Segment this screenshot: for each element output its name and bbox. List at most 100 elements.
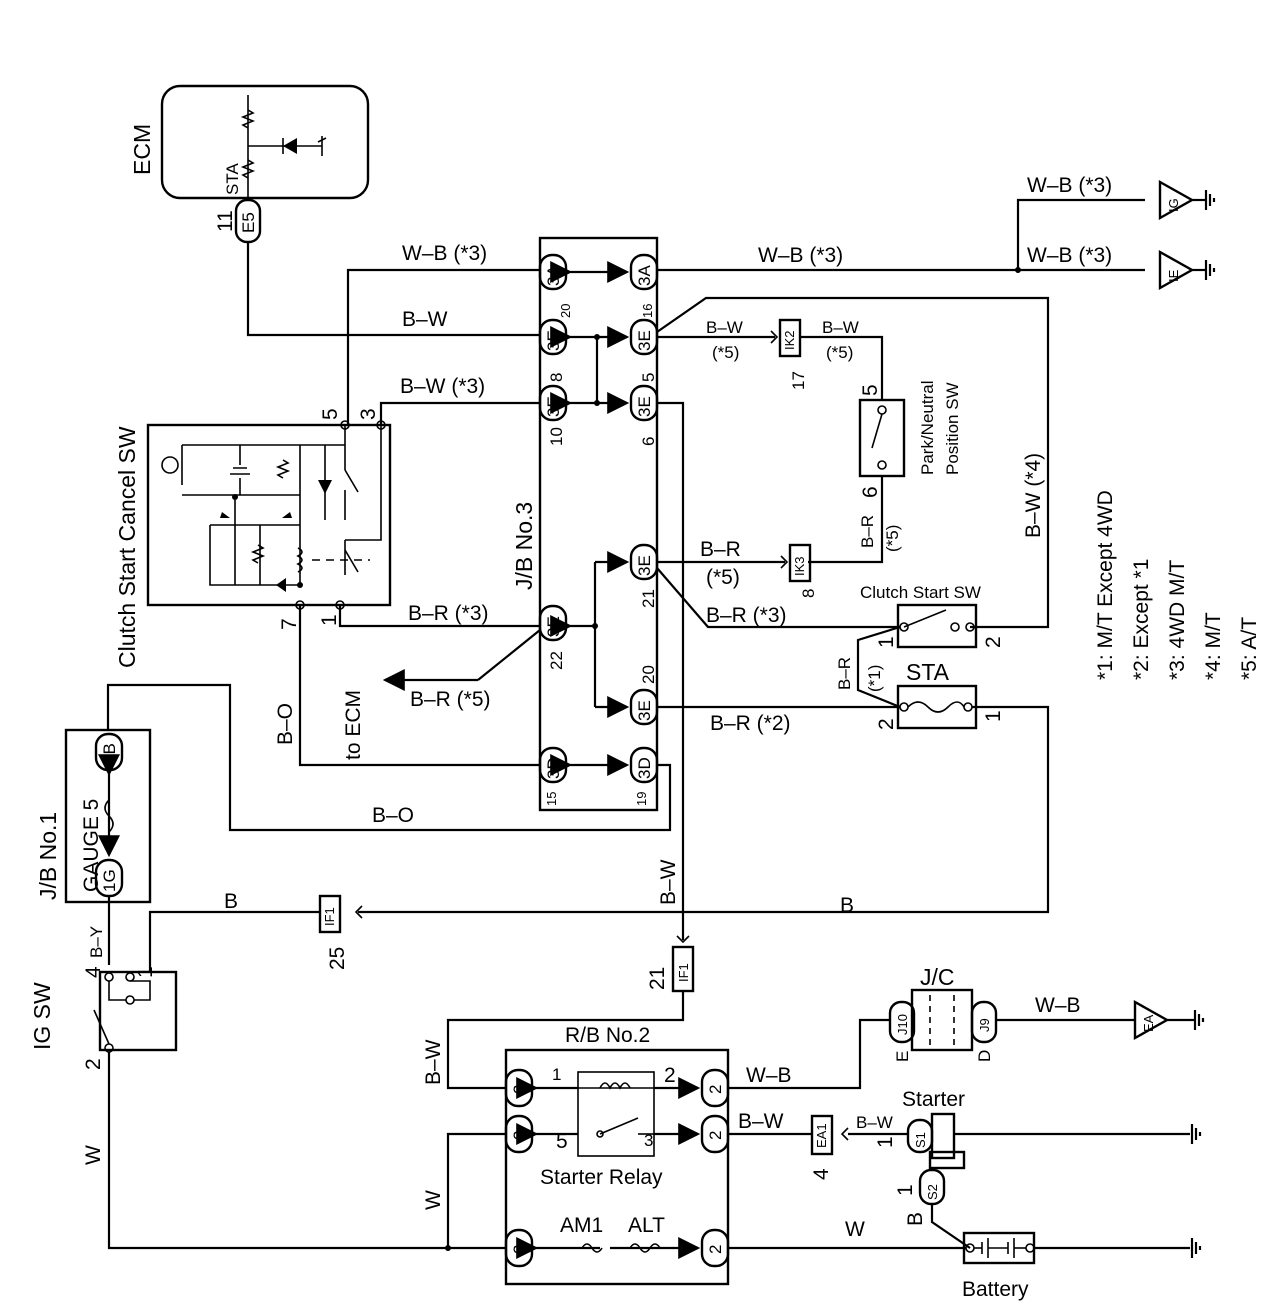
wire-w-left: W: [82, 1145, 105, 1165]
svg-text:16: 16: [640, 304, 655, 318]
svg-text:19: 19: [634, 792, 649, 806]
wire-wb3-right: W–B (*3): [1027, 244, 1112, 267]
wire-br1: B–R: [835, 657, 854, 690]
svg-text:J/C: J/C: [920, 964, 955, 990]
conn-ik2: IK2: [782, 330, 797, 350]
svg-text:(*5): (*5): [883, 525, 902, 552]
svg-text:1: 1: [894, 1184, 917, 1196]
ecm-block: ECM STA: [129, 84, 370, 200]
svg-text:1: 1: [874, 1136, 897, 1148]
svg-text:E: E: [893, 1051, 912, 1062]
conn-if1-top: IF1: [322, 907, 337, 926]
junction-connector: J/C J10 J9 E D: [888, 964, 998, 1062]
svg-text:3: 3: [644, 1131, 653, 1150]
svg-text:1: 1: [134, 966, 157, 978]
wire-br3-right: B–R (*3): [706, 604, 787, 627]
svg-text:2: 2: [82, 1058, 105, 1070]
wire-bw-ea1: B–W: [738, 1110, 784, 1133]
rb2-block: R/B No.2 2 2 2 2 2 2 1 2 5 3 Starter Rel…: [504, 1024, 730, 1286]
svg-text:Battery: Battery: [962, 1278, 1029, 1301]
clutch-start-sw: Clutch Start SW 1 2: [860, 583, 1005, 649]
jb3-box: [538, 236, 659, 812]
ecm-label: ECM: [129, 124, 155, 175]
svg-text:J10: J10: [895, 1014, 910, 1035]
ground-battery: [1190, 1238, 1202, 1258]
wire-br3-left: B–R (*3): [408, 602, 489, 625]
starter-relay-label: Starter Relay: [540, 1166, 663, 1189]
conn-ik3: IK3: [792, 556, 807, 576]
svg-text:EA: EA: [1141, 1014, 1156, 1032]
svg-text:IG: IG: [1166, 198, 1181, 212]
svg-text:D: D: [975, 1050, 994, 1062]
svg-text:Starter: Starter: [902, 1088, 965, 1111]
svg-text:5: 5: [556, 1130, 568, 1153]
svg-text:6: 6: [639, 437, 658, 446]
svg-text:(*5): (*5): [826, 343, 853, 362]
wire-b-battery: B: [904, 1212, 927, 1226]
svg-text:21: 21: [646, 967, 669, 990]
svg-text:(*5): (*5): [706, 566, 740, 589]
wire-bw-starter: B–W: [856, 1113, 893, 1132]
wire-wb3-mid: W–B (*3): [758, 244, 843, 267]
svg-text:2: 2: [510, 1245, 529, 1254]
ecm-sta-label: STA: [223, 163, 242, 195]
svg-text:7: 7: [278, 618, 301, 630]
ig-switch: IG SW 4 1 2: [29, 966, 178, 1070]
conn-3e-4: 3E: [635, 396, 654, 417]
svg-text:J/B No.1: J/B No.1: [35, 812, 61, 900]
svg-text:IE: IE: [1166, 269, 1181, 282]
svg-text:5: 5: [639, 373, 658, 382]
svg-text:3: 3: [357, 408, 380, 420]
svg-text:*4: M/T: *4: M/T: [1202, 612, 1225, 680]
svg-text:20: 20: [558, 304, 573, 318]
svg-text:2: 2: [510, 1085, 529, 1094]
svg-text:5: 5: [319, 408, 342, 420]
svg-text:Position SW: Position SW: [943, 382, 962, 475]
svg-text:*5: A/T: *5: A/T: [1238, 617, 1261, 680]
svg-text:21: 21: [639, 589, 658, 608]
wire-br2: B–R (*2): [710, 712, 791, 735]
wire-wb-ground: W–B: [1035, 994, 1081, 1017]
conn-3e-1: 3E: [544, 330, 563, 351]
svg-text:2: 2: [706, 1245, 725, 1254]
park-neutral-sw: 5 6 Park/Neutral Position SW: [858, 381, 962, 498]
to-ecm-label: to ECM: [342, 690, 365, 760]
sta-fuse: STA 2 1: [875, 659, 1005, 730]
svg-text:*2: Except *1: *2: Except *1: [1130, 559, 1153, 680]
ground-starter: [1190, 1124, 1202, 1144]
ground-ig: IG: [1158, 179, 1216, 221]
wire-bw3-left: B–W (*3): [400, 375, 485, 398]
jb3-internal: [550, 261, 630, 776]
svg-text:2: 2: [875, 718, 898, 730]
svg-text:Park/Neutral: Park/Neutral: [918, 381, 937, 475]
wire-wb3-top: W–B (*3): [1027, 174, 1112, 197]
svg-text:10: 10: [547, 427, 566, 446]
wire-br-pn: B–R: [858, 515, 877, 548]
wire-bw4: B–W (*4): [1022, 453, 1045, 538]
conn-3e-7: 3E: [635, 700, 654, 721]
wire-by: B–Y: [87, 926, 106, 958]
wire-bw-left: B–W: [402, 308, 448, 331]
svg-text:1B: 1B: [100, 743, 119, 764]
clutch-cancel-sw: Clutch Start Cancel SW 5 3 7 1: [114, 408, 392, 668]
svg-text:(*1): (*1): [865, 665, 884, 692]
svg-text:4: 4: [810, 1168, 833, 1180]
svg-text:1G: 1G: [100, 869, 119, 892]
svg-text:2: 2: [664, 1064, 676, 1087]
wire-bo-vertical: B–O: [274, 703, 297, 745]
conn-3a-left: 3A: [544, 265, 563, 286]
svg-text:1: 1: [318, 614, 341, 626]
svg-text:1: 1: [875, 636, 898, 648]
jb3-label: J/B No.3: [511, 502, 537, 590]
svg-text:8: 8: [799, 589, 818, 598]
wire-b-left: B: [224, 890, 238, 913]
alt-label: ALT: [628, 1214, 665, 1237]
svg-text:*3: 4WD M/T: *3: 4WD M/T: [1166, 560, 1189, 680]
svg-text:*1: M/T Except 4WD: *1: M/T Except 4WD: [1094, 490, 1117, 680]
conn-3e-5: 3E: [635, 555, 654, 576]
conn-3d-right: 3D: [635, 757, 654, 779]
svg-text:Clutch Start SW: Clutch Start SW: [860, 583, 981, 602]
svg-text:15: 15: [544, 792, 559, 806]
